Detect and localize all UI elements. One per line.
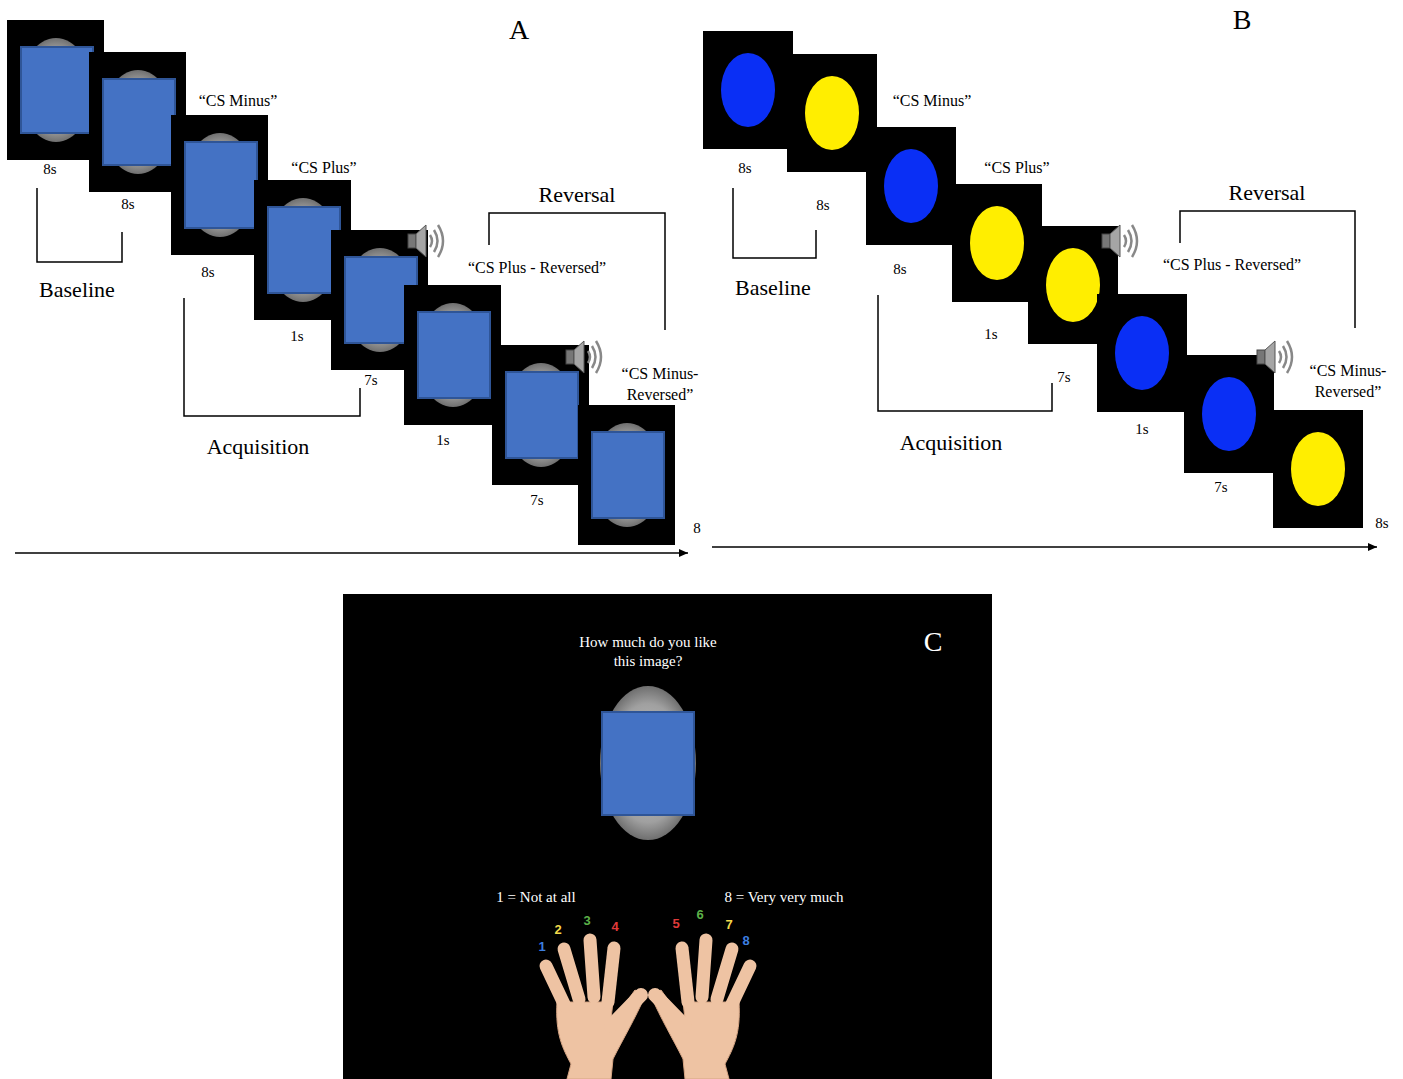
- speaker-icon: [1102, 225, 1137, 257]
- face-head: [600, 686, 696, 840]
- duration-label: 7s: [364, 371, 377, 391]
- duration-label: 8s: [816, 196, 829, 216]
- panel-letter: B: [1233, 2, 1252, 38]
- blue-frame: [1097, 294, 1187, 412]
- duration-label: 8s: [893, 260, 906, 280]
- face-mask: [602, 712, 694, 815]
- duration-label: 7s: [1057, 368, 1070, 388]
- duration-label: 1s: [436, 431, 449, 451]
- finger-number: 7: [725, 917, 732, 933]
- stimulus-label: “CS Minus- Reversed”: [1300, 361, 1396, 403]
- timeline-arrow: [712, 546, 1377, 548]
- face-frame: [171, 115, 268, 255]
- blue-frame: [703, 31, 793, 149]
- stimulus-label: “CS Minus”: [893, 91, 972, 112]
- stimulus-label: “CS Plus - Reversed”: [1163, 255, 1301, 276]
- finger-number: 3: [583, 913, 590, 929]
- phase-label: Acquisition: [207, 433, 310, 462]
- panel-letter: A: [509, 12, 529, 48]
- duration-label: 8s: [1375, 514, 1388, 534]
- phase-bracket: [37, 188, 122, 262]
- phase-bracket: [878, 295, 1052, 411]
- timeline-arrow: [15, 552, 688, 554]
- blue-frame: [866, 127, 956, 245]
- phase-label: Baseline: [39, 276, 115, 305]
- scale-anchor: 8 = Very very much: [725, 888, 844, 907]
- phase-bracket: [733, 188, 816, 258]
- rating-panel: C How much do you like this image? 1 = Not…: [343, 594, 992, 1079]
- duration-label: 8: [693, 519, 701, 539]
- finger-number: 1: [538, 939, 545, 955]
- duration-label: 7s: [1214, 478, 1227, 498]
- finger-number: 6: [696, 907, 703, 923]
- scale-anchor: 1 = Not at all: [496, 888, 575, 907]
- panel-letter: C: [924, 624, 943, 659]
- stimulus-label: “CS Plus - Reversed”: [468, 258, 606, 279]
- stimulus-label: “CS Plus”: [291, 158, 356, 179]
- stimulus-label: “CS Plus”: [984, 158, 1049, 179]
- phase-bracket: [184, 298, 360, 416]
- speaker-icon: [408, 225, 443, 257]
- speaker-icon: [1257, 341, 1292, 373]
- yellow-frame: [787, 54, 877, 172]
- duration-label: 8s: [43, 160, 56, 180]
- rating-question: How much do you like this image?: [578, 633, 718, 671]
- duration-label: 8s: [201, 263, 214, 283]
- left-hand: [546, 940, 645, 1079]
- finger-number: 2: [554, 922, 561, 938]
- yellow-frame: [1273, 410, 1363, 528]
- face-frame: [492, 345, 589, 485]
- stimulus-label: “CS Minus”: [199, 91, 278, 112]
- duration-label: 8s: [121, 195, 134, 215]
- right-hand: [651, 940, 750, 1079]
- phase-label: Baseline: [735, 274, 811, 303]
- finger-number: 8: [742, 933, 749, 949]
- blue-frame: [1184, 355, 1274, 473]
- speaker-icon: [566, 341, 601, 373]
- phase-label: Reversal: [539, 181, 616, 210]
- phase-label: Reversal: [1229, 179, 1306, 208]
- duration-label: 1s: [290, 327, 303, 347]
- duration-label: 7s: [530, 491, 543, 511]
- duration-label: 8s: [738, 159, 751, 179]
- finger-number: 5: [672, 916, 679, 932]
- duration-label: 1s: [1135, 420, 1148, 440]
- phase-label: Acquisition: [900, 429, 1003, 458]
- duration-label: 1s: [984, 325, 997, 345]
- face-frame: [404, 285, 501, 425]
- stimulus-label: “CS Minus- Reversed”: [610, 364, 710, 406]
- face-frame: [578, 405, 675, 545]
- finger-number: 4: [611, 919, 618, 935]
